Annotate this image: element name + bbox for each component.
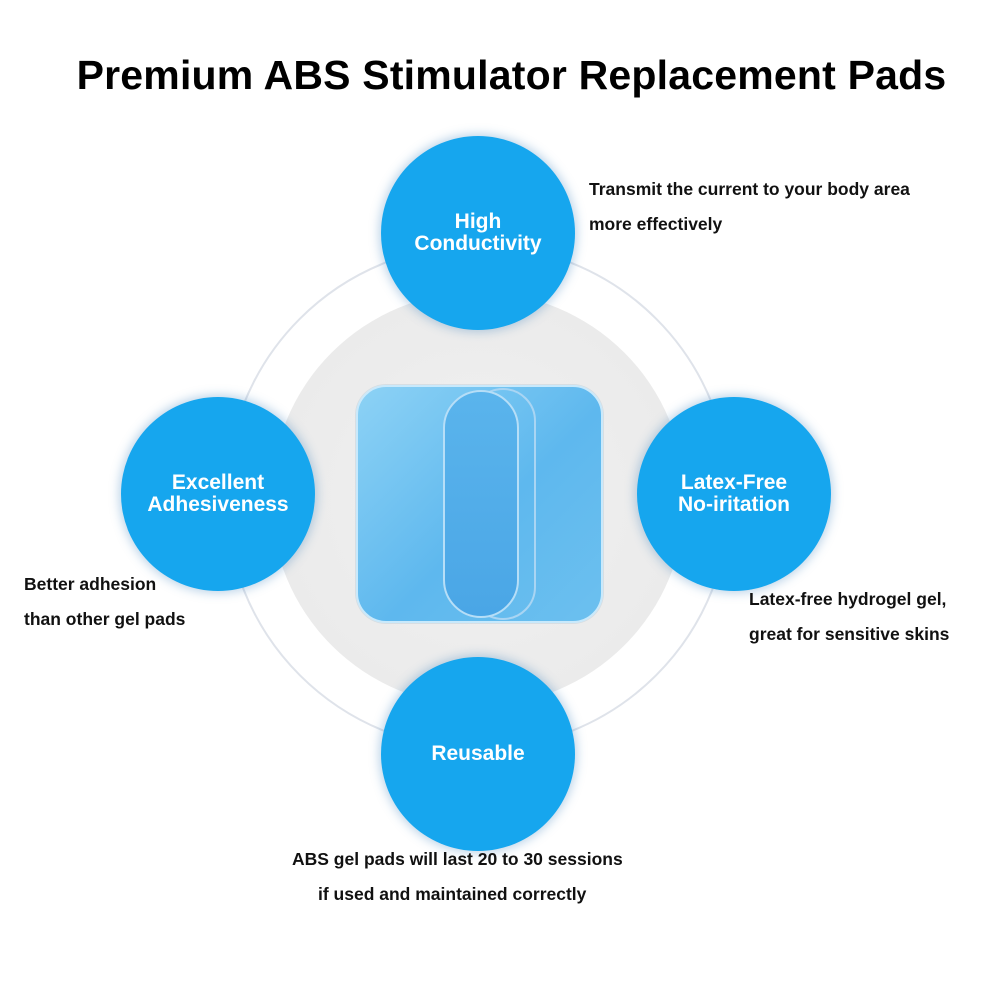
description-line: Transmit the current to your body area xyxy=(589,179,910,199)
gel-pad-strip xyxy=(443,390,519,618)
feature-title-line: High xyxy=(454,210,502,233)
description-line: than other gel pads xyxy=(24,609,186,629)
feature-description-high-conductivity: Transmit the current to your body area m… xyxy=(589,172,910,242)
feature-title-line: Excellent xyxy=(171,471,265,494)
feature-title-line: No-iritation xyxy=(678,493,790,516)
feature-circle-reusable: Reusable xyxy=(381,657,575,851)
feature-description-reusable: ABS gel pads will last 20 to 30 sessions… xyxy=(292,842,623,912)
description-line: Better adhesion xyxy=(24,574,157,594)
feature-title-line: Adhesiveness xyxy=(147,493,289,516)
description-line: Latex-free hydrogel gel, xyxy=(749,589,947,609)
feature-description-adhesiveness: Better adhesion than other gel pads xyxy=(24,567,185,637)
feature-circle-excellent-adhesiveness: Excellent Adhesiveness xyxy=(121,397,315,591)
feature-title-line: Reusable xyxy=(431,742,525,765)
feature-circle-high-conductivity: High Conductivity xyxy=(381,136,575,330)
page-title: Premium ABS Stimulator Replacement Pads xyxy=(76,52,947,98)
description-line: great for sensitive skins xyxy=(749,624,950,644)
feature-title-line: Latex-Free xyxy=(680,471,788,494)
description-line: if used and maintained correctly xyxy=(318,884,587,904)
description-line: ABS gel pads will last 20 to 30 sessions xyxy=(292,849,623,869)
feature-circle-latex-free: Latex-Free No-iritation xyxy=(637,397,831,591)
description-line: more effectively xyxy=(589,214,723,234)
feature-title-line: Conductivity xyxy=(414,232,542,255)
feature-description-latex-free: Latex-free hydrogel gel, great for sensi… xyxy=(749,582,949,652)
